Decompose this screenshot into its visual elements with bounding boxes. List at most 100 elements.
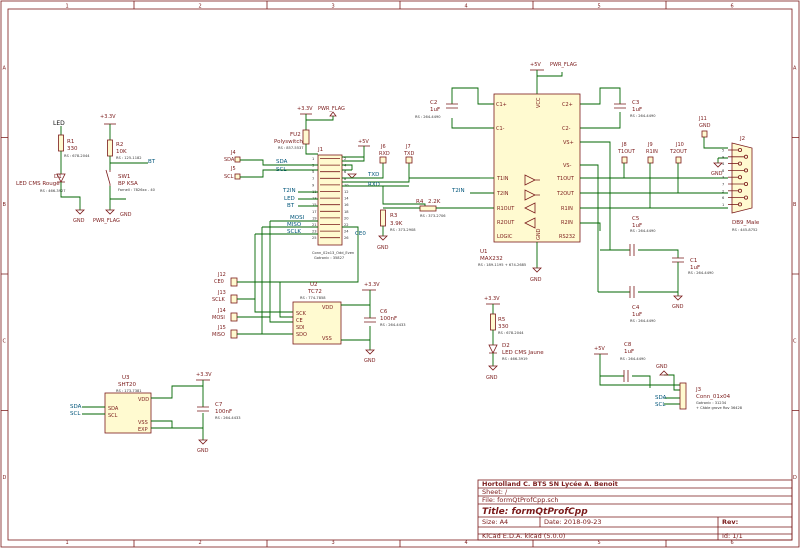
v33-r2-label: +3.3V xyxy=(100,114,116,120)
frame-row-label: A xyxy=(793,65,797,71)
net-t2in-u1: T2IN xyxy=(451,188,465,194)
d1-order: RS : 466-3927 xyxy=(40,189,66,193)
j6-label: RXD xyxy=(379,151,390,157)
c8-j3-group: +5V C8 1uF RS : 264-4490 GND SDA SCL J3 … xyxy=(594,342,743,410)
r3-value: 3.9K xyxy=(390,221,403,227)
j1-pin-number: 16 xyxy=(344,203,349,207)
net-led: LED xyxy=(53,120,65,127)
j4-ref: J4 xyxy=(230,150,236,156)
j6-j7-group: J6 RXD J7 TXD xyxy=(379,144,414,164)
j10-label: T2OUT xyxy=(669,149,688,155)
c4-value: 1uF xyxy=(632,312,642,318)
j1-pin-number: 2 xyxy=(344,157,346,161)
j1-pin-number: 20 xyxy=(344,216,349,220)
net-scl-j3: SCL xyxy=(655,402,666,408)
r3-order: RS : 373-2908 xyxy=(390,228,416,232)
u3-value: SHT20 xyxy=(118,382,136,388)
j1-pin-number: 7 xyxy=(312,177,314,181)
v33-fu2-label: +3.3V xyxy=(297,106,313,112)
j1-pin-number: 26 xyxy=(344,236,349,240)
u1-pin-gnd: GND xyxy=(536,228,542,240)
c5-ref: C5 xyxy=(632,216,640,222)
v5-c8-label: +5V xyxy=(594,346,605,352)
c4-ref: C4 xyxy=(632,305,640,311)
j14-label: MOSI xyxy=(212,315,225,321)
led-d2-icon xyxy=(488,344,498,354)
tb-sheet: Sheet: / xyxy=(482,488,508,496)
j1-pin-number: 3 xyxy=(312,164,314,168)
fu2-group: +3.3V PWR_FLAG FU2 Polyswitch RS : 857-5… xyxy=(274,106,345,155)
c7-ref: C7 xyxy=(215,402,223,408)
frame-col-label: 5 xyxy=(598,540,601,546)
resistor-r3 xyxy=(380,209,386,227)
c2-c3-group: C2 1uF RS : 264-4490 C3 1uF RS : 264-449… xyxy=(415,87,656,129)
net-led-j1: LED xyxy=(284,196,295,202)
net-miso-j1: MISO xyxy=(287,222,302,228)
net-scl-j1: SCL xyxy=(276,167,287,173)
c1-ref: C1 xyxy=(690,258,697,264)
pwr-flag-fu2: PWR_FLAG xyxy=(318,106,345,112)
r2-value: 10K xyxy=(116,149,127,155)
gnd-u3-label: GND xyxy=(197,448,209,454)
gnd-sw1-label: GND xyxy=(120,212,132,218)
j1-pin-number: 8 xyxy=(344,177,347,181)
frame-col-label: 1 xyxy=(66,4,69,10)
u2-pin-sdo: SDO xyxy=(296,332,307,338)
frame-col-label: 4 xyxy=(465,540,468,546)
j12-label: CE0 xyxy=(214,279,224,285)
j1-pin-number: 21 xyxy=(312,223,317,227)
r5-value: 330 xyxy=(498,324,509,330)
u1-pin-t2in: T2IN xyxy=(496,191,509,197)
j6-ref: J6 xyxy=(380,144,386,150)
j1-pin-number: 12 xyxy=(344,190,349,194)
net-sda-j1: SDA xyxy=(276,159,288,165)
sw1-order: Farnell : 7826xx - 40 xyxy=(118,188,156,192)
u3-pin-vss: VSS xyxy=(138,420,148,426)
u1-order: RS : 189-1195 + 674-2685 xyxy=(478,263,526,267)
u3-pin-vdd: VDD xyxy=(138,397,149,403)
frame-col-label: 3 xyxy=(332,4,335,10)
c2-value: 1uF xyxy=(430,107,440,113)
j1-pin-number: 24 xyxy=(344,230,349,234)
u1-pin-r1out: R1OUT xyxy=(497,206,515,212)
frame-row-label: D xyxy=(793,475,797,481)
j11-gnd: GND xyxy=(699,123,711,129)
switch-sw1-icon xyxy=(105,169,111,186)
frame-row-label: C xyxy=(793,338,797,344)
gnd-u2-label: GND xyxy=(364,358,376,364)
u2-value: TC72 xyxy=(307,289,322,295)
db9-pin-number: 8 xyxy=(722,169,725,173)
c5-value: 1uF xyxy=(632,223,642,229)
u1-pin-c2m: C2- xyxy=(562,126,571,132)
r1-value: 330 xyxy=(67,146,78,152)
j1-pin-number: 5 xyxy=(312,170,314,174)
u3-pin-sda: SDA xyxy=(108,406,119,412)
d2-order: RS : 466-3919 xyxy=(502,357,528,361)
gnd-d1-label: GND xyxy=(73,218,85,224)
net-scl-u3: SCL xyxy=(70,411,81,417)
j4-sda: SDA xyxy=(224,157,235,163)
u3-order: RS : 173-7381 xyxy=(116,389,142,393)
u2-pin-vdd: VDD xyxy=(322,305,333,311)
db9-pin-number: 9 xyxy=(722,155,725,159)
db9-pin-number: 4 xyxy=(722,162,725,166)
u1-pin-vsp: VS+ xyxy=(563,140,574,146)
j1-pin-number: 1 xyxy=(312,157,314,161)
pwr-flag-u1: PWR_FLAG xyxy=(550,62,577,68)
u1-pin-t1in: T1IN xyxy=(496,176,509,182)
c2-ref: C2 xyxy=(430,100,437,106)
spi-connectors-group: J12 CE0 J13 SCLK J14 MOSI J15 MISO xyxy=(212,221,359,339)
tb-size: Size: A4 xyxy=(482,518,508,526)
j1-pin-number: 10 xyxy=(344,183,349,187)
net-bt-r2: BT xyxy=(148,159,156,165)
v33-r5-label: +3.3V xyxy=(484,296,500,302)
j5-scl: SCL xyxy=(224,174,234,180)
j1-pin-number: 15 xyxy=(312,203,317,207)
gnd-j2-label: GND xyxy=(711,171,723,177)
d2-value: LED CMS Jaune xyxy=(502,350,544,356)
db9-pin-number: 3 xyxy=(722,176,724,180)
db9-pin-number: 2 xyxy=(722,189,724,193)
j12-ref: J12 xyxy=(217,272,226,278)
sw1-value: BP KSA xyxy=(118,181,138,187)
j1-pin-number: 23 xyxy=(312,230,317,234)
